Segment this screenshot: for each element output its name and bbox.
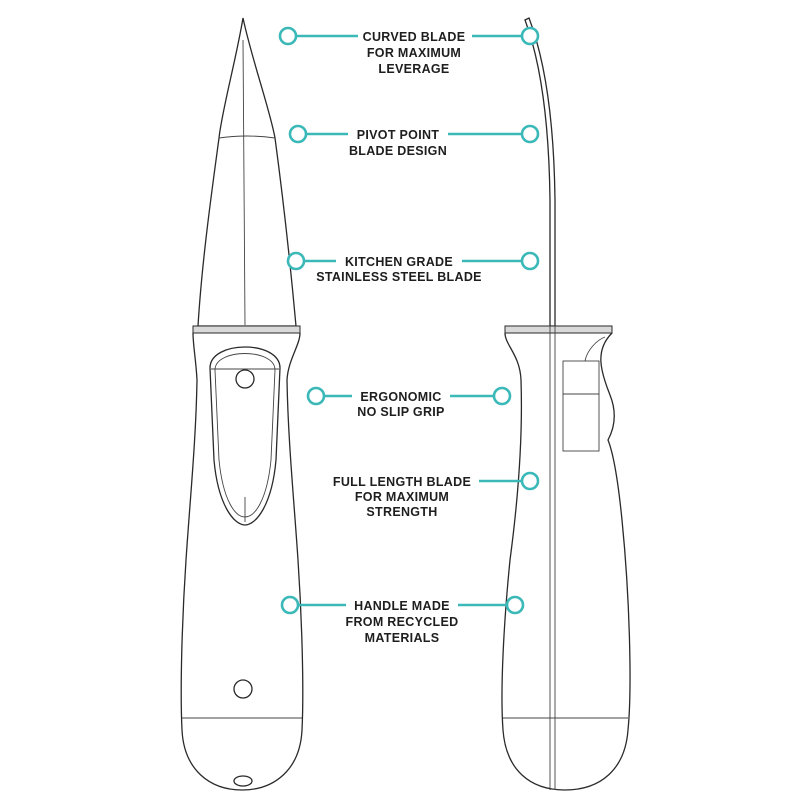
callout-text: LEVERAGE — [378, 62, 449, 76]
bolster — [192, 325, 301, 334]
side-handle — [501, 332, 631, 791]
callout-text: FROM RECYCLED — [346, 615, 459, 629]
front-handle — [180, 332, 304, 791]
callout-text: BLADE DESIGN — [349, 144, 447, 158]
callout-text: PIVOT POINT — [357, 128, 440, 142]
knife-side-view — [501, 17, 631, 791]
callout-dot-icon — [520, 251, 540, 271]
callout-ergonomic-grip: ERGONOMIC NO SLIP GRIP — [306, 386, 512, 419]
grip-pad-inner — [214, 353, 276, 518]
callout-text: FOR MAXIMUM — [355, 490, 449, 504]
blade-bevel-line — [218, 135, 276, 139]
full-length-blade-tang — [549, 326, 556, 790]
callout-text: STRENGTH — [366, 505, 437, 519]
callout-text: HANDLE MADE — [354, 599, 450, 613]
callout-dot-icon — [288, 124, 308, 144]
callout-dot-icon — [520, 124, 540, 144]
front-blade — [197, 17, 297, 327]
grip-pad — [209, 346, 281, 526]
callout-dot-icon — [280, 595, 300, 615]
callout-text: MATERIALS — [365, 631, 440, 645]
callout-text: STAINLESS STEEL BLADE — [316, 270, 482, 284]
side-blade — [524, 17, 556, 327]
side-bolster — [504, 325, 613, 334]
callout-text: ERGONOMIC — [360, 390, 441, 404]
callout-dot-icon — [278, 26, 298, 46]
side-grip-pad — [562, 360, 600, 452]
callout-dot-icon — [520, 471, 540, 491]
side-thumb-rest — [584, 336, 606, 362]
rivet-top — [235, 369, 255, 389]
callout-text: NO SLIP GRIP — [357, 405, 444, 419]
callout-dot-icon — [492, 386, 512, 406]
callout-text: FULL LENGTH BLADE — [333, 475, 471, 489]
callout-dot-icon — [286, 251, 306, 271]
callout-text: KITCHEN GRADE — [345, 255, 453, 269]
callout-dot-icon — [520, 26, 540, 46]
callout-recycled-handle: HANDLE MADE FROM RECYCLED MATERIALS — [280, 595, 525, 645]
callout-dot-icon — [505, 595, 525, 615]
callout-dot-icon — [306, 386, 326, 406]
callout-curved-blade: CURVED BLADE FOR MAXIMUM LEVERAGE — [278, 26, 540, 76]
callout-pivot-point: PIVOT POINT BLADE DESIGN — [288, 124, 540, 158]
knife-front-view — [180, 17, 304, 791]
blade-center-line — [242, 39, 246, 326]
lanyard-hole — [233, 775, 253, 787]
rivet-bottom — [233, 679, 253, 699]
callout-kitchen-grade: KITCHEN GRADE STAINLESS STEEL BLADE — [286, 251, 540, 284]
callout-text: FOR MAXIMUM — [367, 46, 461, 60]
callout-text: CURVED BLADE — [363, 30, 466, 44]
callout-full-length-blade: FULL LENGTH BLADE FOR MAXIMUM STRENGTH — [333, 471, 540, 519]
